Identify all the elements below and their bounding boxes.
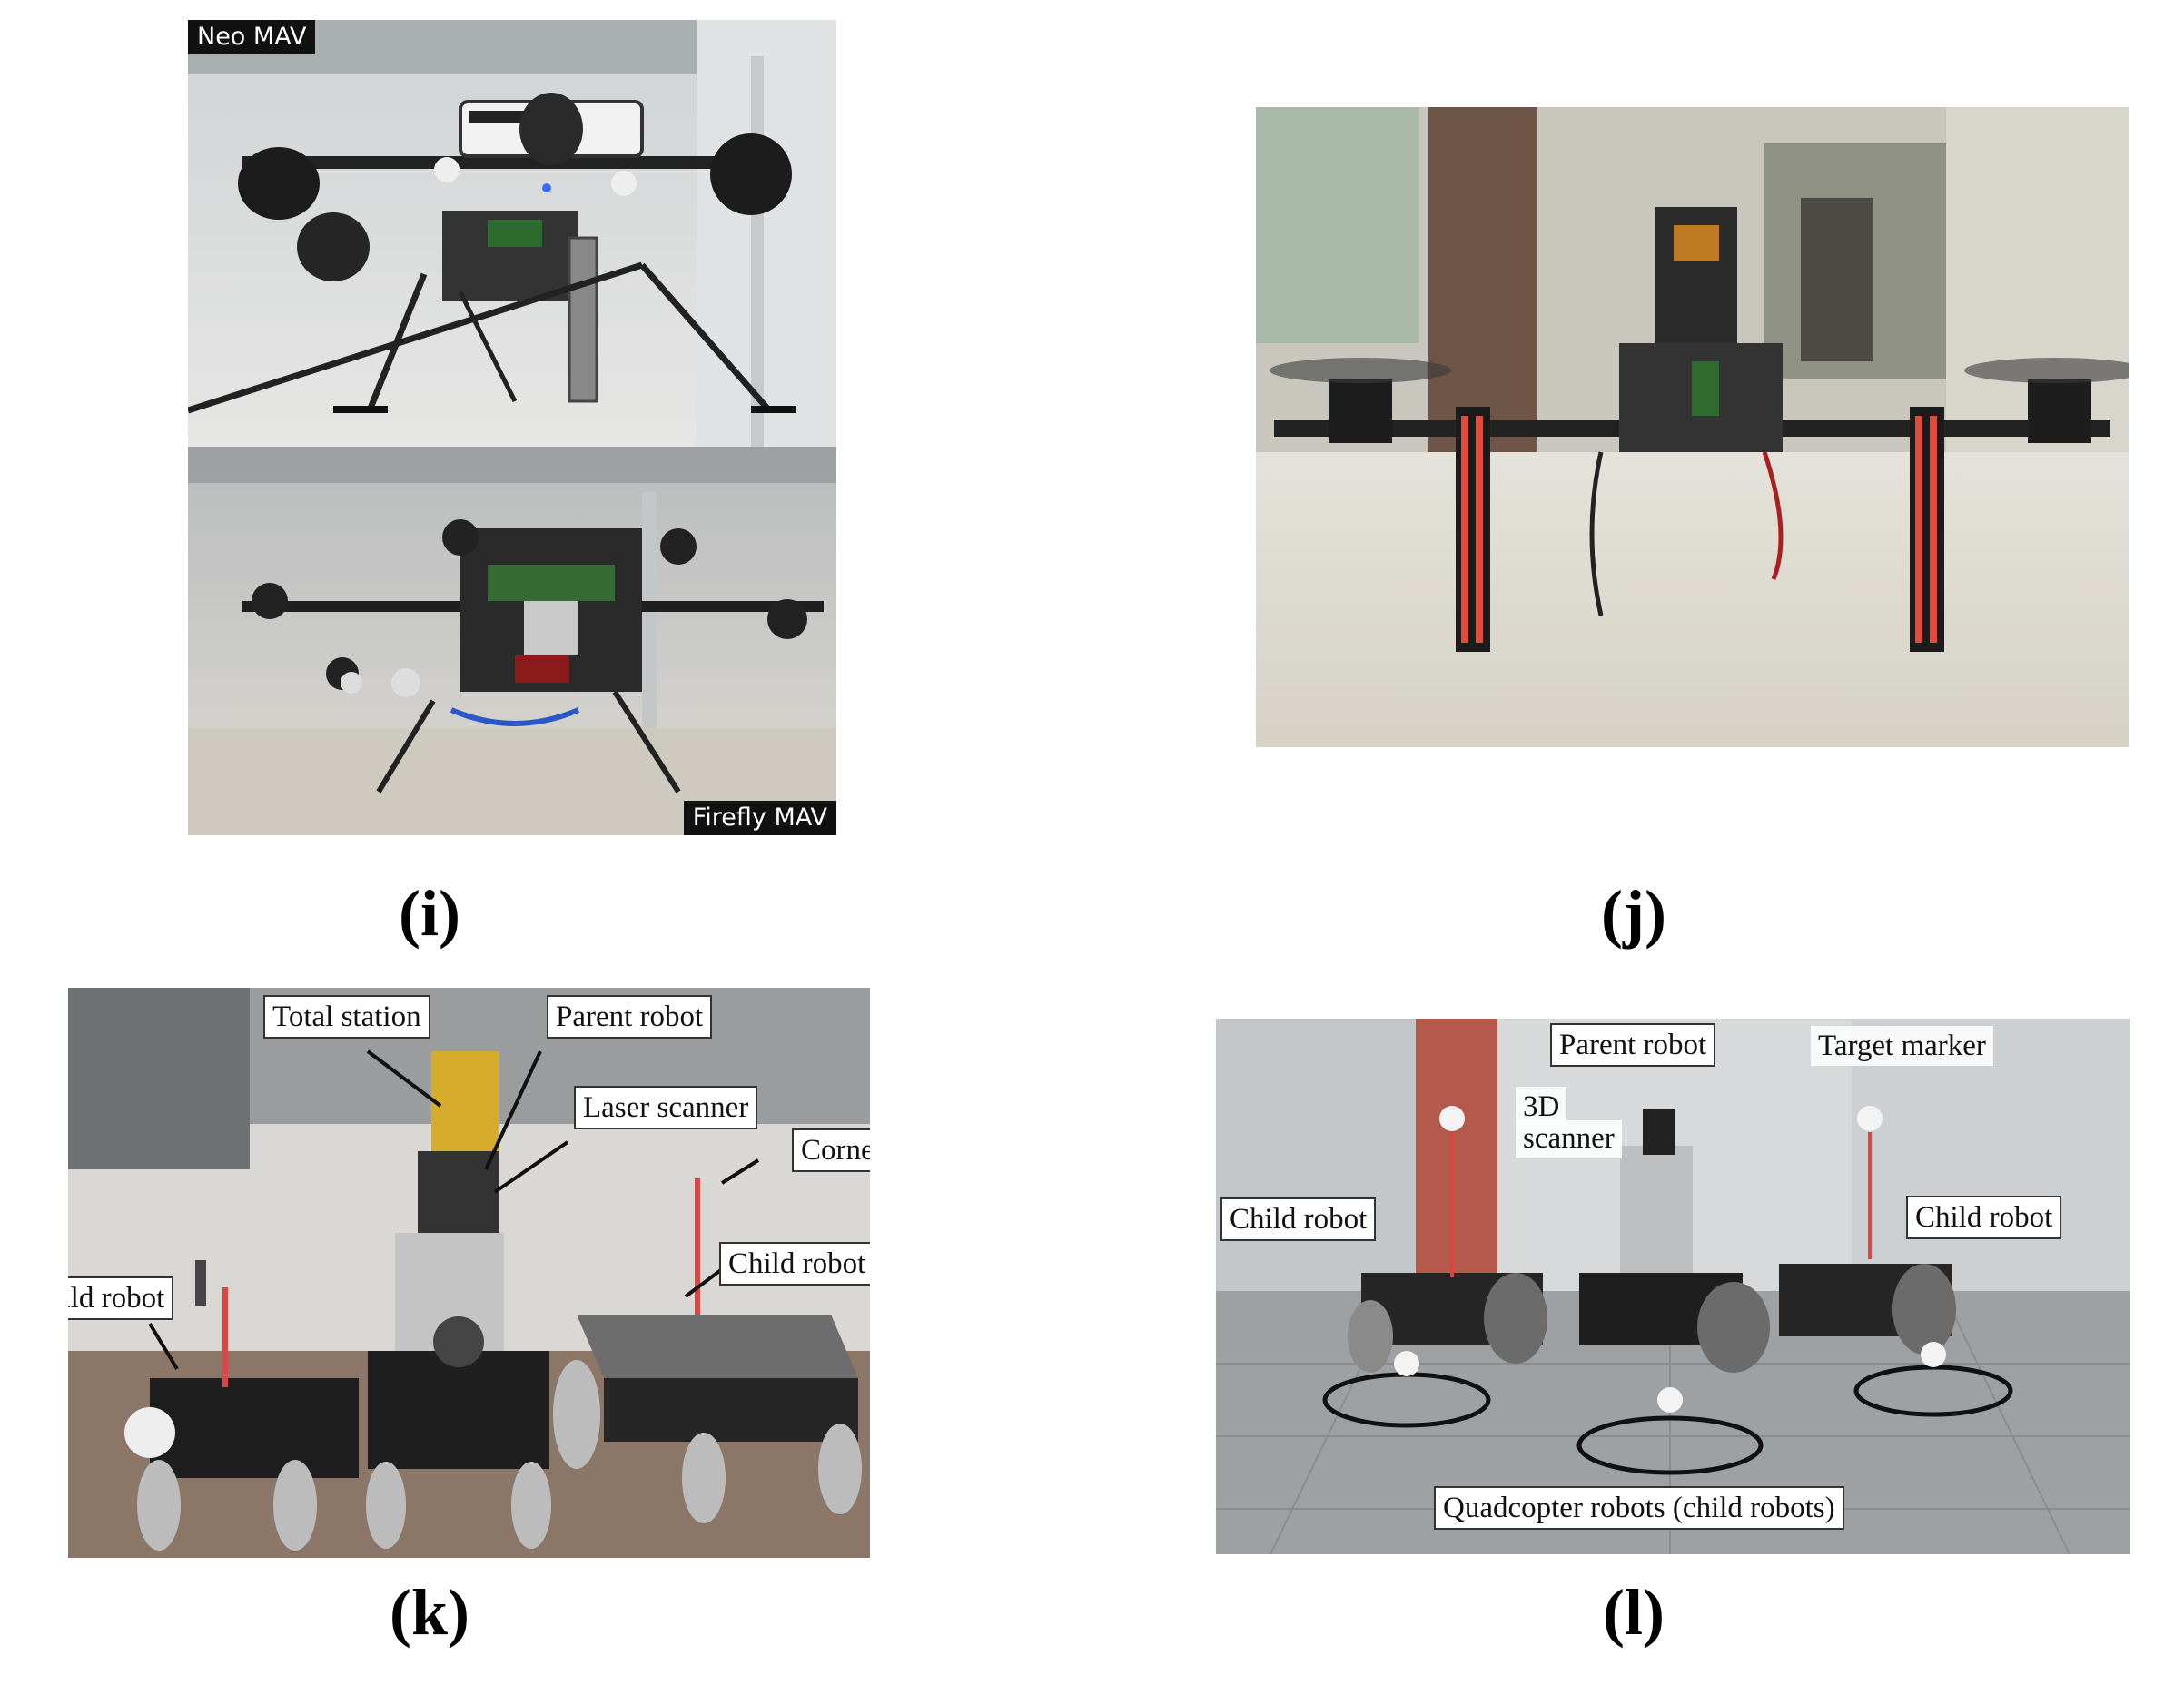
quadcopter-drone xyxy=(1270,207,2129,652)
label-child-robot-right-l: Child robot xyxy=(1906,1196,2062,1239)
quadcopter-photo xyxy=(1256,107,2129,747)
label-total-station: Total station xyxy=(263,995,430,1039)
panel-k-photo: Total station Parent robot Laser scanner… xyxy=(68,988,870,1558)
label-3d-scanner-line2: scanner xyxy=(1516,1120,1622,1158)
label-3d-scanner-line1: 3D xyxy=(1516,1087,1567,1125)
child-robot-left xyxy=(124,1260,359,1551)
label-child-robot-left-l: Child robot xyxy=(1220,1197,1377,1241)
caption-l: (l) xyxy=(1603,1576,1665,1649)
label-child-robot-right: Child robot xyxy=(719,1242,870,1286)
neo-mav-label: Neo MAV xyxy=(188,20,316,54)
label-target-marker: Target marker xyxy=(1811,1026,1993,1066)
child-robot-right xyxy=(553,1178,862,1523)
label-parent-robot: Parent robot xyxy=(547,995,713,1039)
panel-j-photo xyxy=(1256,107,2129,747)
neo-mav-drone xyxy=(188,93,796,414)
child-robots xyxy=(1348,1106,1956,1373)
caption-k: (k) xyxy=(390,1576,469,1649)
label-parent-robot-l: Parent robot xyxy=(1550,1023,1716,1067)
firefly-mav-label: Firefly MAV xyxy=(683,801,836,835)
caption-j: (j) xyxy=(1601,877,1666,950)
label-quadcopters: Quadcopter robots (child robots) xyxy=(1434,1486,1844,1530)
label-child-robot-left: Child robot xyxy=(68,1276,174,1320)
label-corner-cube: Corner cube xyxy=(792,1128,870,1172)
mav-photos xyxy=(188,20,836,835)
robot-team-photo xyxy=(1216,1019,2130,1554)
annotation-arrows xyxy=(148,1049,760,1371)
panel-l-photo: Parent robot Target marker 3D scanner Ch… xyxy=(1216,1019,2130,1554)
parent-robot xyxy=(1579,1109,1770,1373)
parent-robot xyxy=(366,1051,551,1549)
firefly-mav-drone xyxy=(242,519,824,793)
label-laser-scanner: Laser scanner xyxy=(574,1086,758,1129)
panel-i-photo: Neo MAV Firefly MAV xyxy=(188,20,836,835)
caption-i: (i) xyxy=(399,877,460,950)
